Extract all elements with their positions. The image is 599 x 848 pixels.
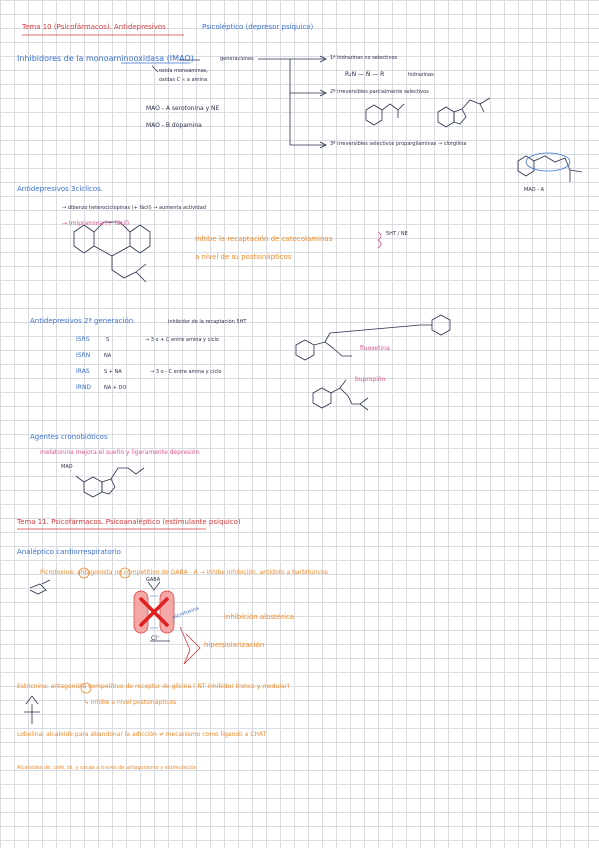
- imao-note-2: oxidas C ∝ a amina: [159, 77, 208, 83]
- arrow-head-icon: [319, 89, 327, 97]
- row-iras-label: IRAS: [76, 368, 90, 375]
- row-isrs-label: ISRS: [76, 336, 90, 343]
- gen1-formula: R₂N — N̈ — R: [345, 71, 385, 78]
- gen3-label: 3º irreversibles selectivos propargilami…: [330, 141, 467, 147]
- row-isrn-value: NA: [104, 353, 112, 359]
- picrotoxin-line: Picrotoxina: antagonista no competitivo …: [40, 569, 328, 576]
- gen1-label: 1º hidrazinas no selectivos: [330, 55, 398, 61]
- lobelina-line: Lobelina: alcaloide para abandonar la ad…: [17, 731, 267, 738]
- arrow-head-icon: [319, 55, 327, 63]
- fluoxetine-structure: [295, 314, 451, 361]
- strychnine-line: Estricnina: antagonista competitivo de r…: [17, 683, 290, 690]
- gen1-hydrazine: hidrazinas: [408, 72, 434, 78]
- analeptic-heading: Analéptico cardiorrespiratorio: [17, 548, 121, 556]
- row-irnd-value: NA + DO: [104, 385, 127, 391]
- secondgen-note: inhibidor de la recaptación 5HT: [168, 319, 247, 325]
- row-isrn-label: ISRN: [76, 352, 91, 359]
- hyperpolarization-mark: [179, 626, 201, 665]
- gaba-label: GABA: [146, 577, 161, 583]
- tricyclic-line1: → dibenzo heterociclopinas (+ fácil) → a…: [62, 205, 206, 211]
- hyperpolarization: hiperpolarización: [204, 641, 265, 649]
- gaba-receptor-drawing: [133, 581, 201, 665]
- tricyclic-brace-label: 5HT / NE: [386, 231, 408, 237]
- arrow-head-icon: [319, 141, 327, 149]
- fluoxetine-label: fluoxetina: [360, 345, 390, 352]
- chrono-heading: Agentes cronobióticos: [30, 433, 108, 441]
- mao-a-tag: MAO - A: [524, 187, 544, 193]
- cl-ion: Cl⁻: [151, 635, 161, 642]
- clorgilina-circle: [525, 152, 571, 172]
- maoi-structure-1: [365, 103, 405, 126]
- melatonin-structure: [75, 467, 145, 498]
- imao-heading: Inhibidores de la monoaminooxidasa (IMAO…: [17, 54, 194, 63]
- tree-sketch-icon: [24, 695, 40, 724]
- allosteric-effect: inhibición alostérica: [224, 613, 295, 621]
- mao-b-label: MAO - B dopamina: [146, 122, 202, 129]
- tricyclic-effect1: Inhibe la recaptación de catecolaminas: [195, 235, 333, 243]
- row-iras-note: → 3 o - C entre amina y ciclo: [150, 369, 222, 375]
- row-iras-value: S + NA: [104, 369, 122, 375]
- tema11-title: Tema 11. Psicofármacos. Psicoanaléptico …: [17, 518, 241, 526]
- imao-generations: generaciones: [220, 56, 254, 62]
- bupropion-structure: [312, 379, 369, 411]
- imipramine-structure: [73, 221, 151, 283]
- melatonin-mao: MAO: [61, 464, 73, 470]
- mao-a-label: MAO - A serotonina y NE: [146, 105, 220, 112]
- tema10-title: Tema 10 (Psicofármacos). Antidepresivos: [22, 23, 166, 31]
- tricyclic-line2: → Imipramina (+ fácil): [62, 220, 130, 227]
- imao-note-1: oxida monoaminas,: [159, 68, 208, 74]
- row-isrs-note: → 3 o + C entre amina y ciclo: [145, 337, 219, 343]
- melatonin-line: melatonina mejora el sueño y ligeramente…: [40, 449, 200, 456]
- gen2-label: 2º irreversibles parcialmente selectivos: [330, 89, 429, 95]
- plant-sketch-icon: [29, 579, 51, 595]
- row-isrs-value: S: [106, 337, 110, 343]
- tema10-subtitle: Psicoléptico (depresor psíquico): [202, 23, 314, 31]
- maoi-structure-2: [437, 97, 491, 128]
- alkaloids-line: Alcaloides de: café, té, y cacao a travé…: [17, 765, 197, 771]
- bupropion-label: bupropión: [355, 376, 386, 383]
- row-irnd-label: IRND: [76, 384, 92, 391]
- secondgen-heading: Antidepresivos 2ª generación: [30, 317, 134, 325]
- imao-branch-lines: [258, 58, 325, 146]
- strychnine-line-2: ↳ inhibe a nivel postsinápticos: [84, 699, 177, 706]
- tricyclic-effect2: a nivel de α₂ postsinápticos: [195, 253, 292, 261]
- block-x-icon: [138, 596, 170, 628]
- clorgilina-structure: [517, 155, 583, 182]
- tricyclic-heading: Antidepresivos 3cíclicos.: [17, 185, 104, 193]
